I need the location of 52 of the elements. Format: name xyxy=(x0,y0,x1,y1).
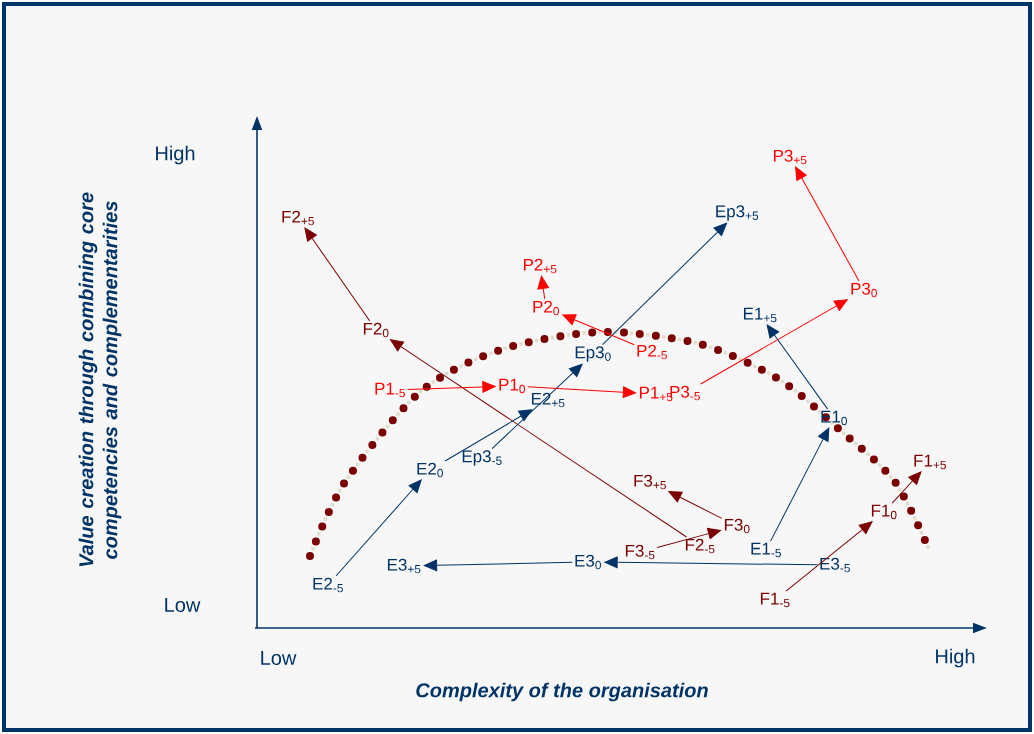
point-label: P1$_{-5}$ xyxy=(375,382,405,398)
point-label: E3$_{+5}$ xyxy=(387,558,421,574)
point-label: P3$_{+5}$ xyxy=(773,149,807,165)
axis-label: Low xyxy=(261,651,297,665)
arrow xyxy=(891,471,922,504)
point-label: E1$_{+5}$ xyxy=(743,307,777,323)
axis-label: High xyxy=(156,145,195,165)
point-label: E2$_{0}$ xyxy=(417,462,443,478)
axis-title: Complexity of the organisation xyxy=(416,682,708,702)
arrow xyxy=(602,222,727,346)
axis-title: Value creation through combining core competencies and complementarities xyxy=(78,192,122,567)
point-label: F2$_{0}$ xyxy=(363,322,389,338)
point-label: F3$_{0}$ xyxy=(724,518,750,534)
arrow xyxy=(795,166,860,282)
point-label: E2$_{-5}$ xyxy=(313,577,343,593)
arrow xyxy=(304,227,371,322)
point-label: E1$_{-5}$ xyxy=(751,542,781,558)
point-label: F3$_{-5}$ xyxy=(625,544,655,560)
arrow xyxy=(444,409,533,462)
point-label: F3$_{+5}$ xyxy=(634,474,666,490)
point-label: F1$_{0}$ xyxy=(871,504,897,520)
point-label: F1$_{+5}$ xyxy=(914,454,946,470)
arrow xyxy=(766,324,829,410)
point-label: P3$_{0}$ xyxy=(851,282,877,298)
arrow xyxy=(423,559,573,572)
arrow xyxy=(491,363,583,450)
arrow xyxy=(390,339,688,538)
arrow xyxy=(407,381,496,393)
arrow xyxy=(604,556,818,569)
axis-label: High xyxy=(936,648,975,668)
point-label: Ep3$_{-5}$ xyxy=(462,450,502,466)
arrow xyxy=(700,299,848,385)
point-label: F1$_{-5}$ xyxy=(760,592,790,608)
arrow xyxy=(668,491,723,519)
arrow xyxy=(537,275,549,300)
point-label: Ep3$_{0}$ xyxy=(575,346,611,362)
point-label: E3$_{-5}$ xyxy=(820,557,850,573)
arrow xyxy=(335,479,422,577)
point-label: P2$_{+5}$ xyxy=(523,258,557,274)
point-label: P1$_{0}$ xyxy=(499,378,525,394)
point-label: P2$_{-5}$ xyxy=(637,344,667,360)
point-label: F2$_{+5}$ xyxy=(282,210,314,226)
arrow xyxy=(770,427,830,542)
arrow xyxy=(656,527,722,548)
axis-label: Low xyxy=(165,598,201,612)
point-label: F2$_{-5}$ xyxy=(685,538,715,554)
arrow xyxy=(785,521,873,592)
arrow xyxy=(562,314,635,346)
arrow xyxy=(527,386,637,399)
point-label: P2$_{0}$ xyxy=(533,300,559,316)
point-label: E3$_{0}$ xyxy=(575,554,601,570)
point-label: Ep3$_{+5}$ xyxy=(716,205,759,221)
